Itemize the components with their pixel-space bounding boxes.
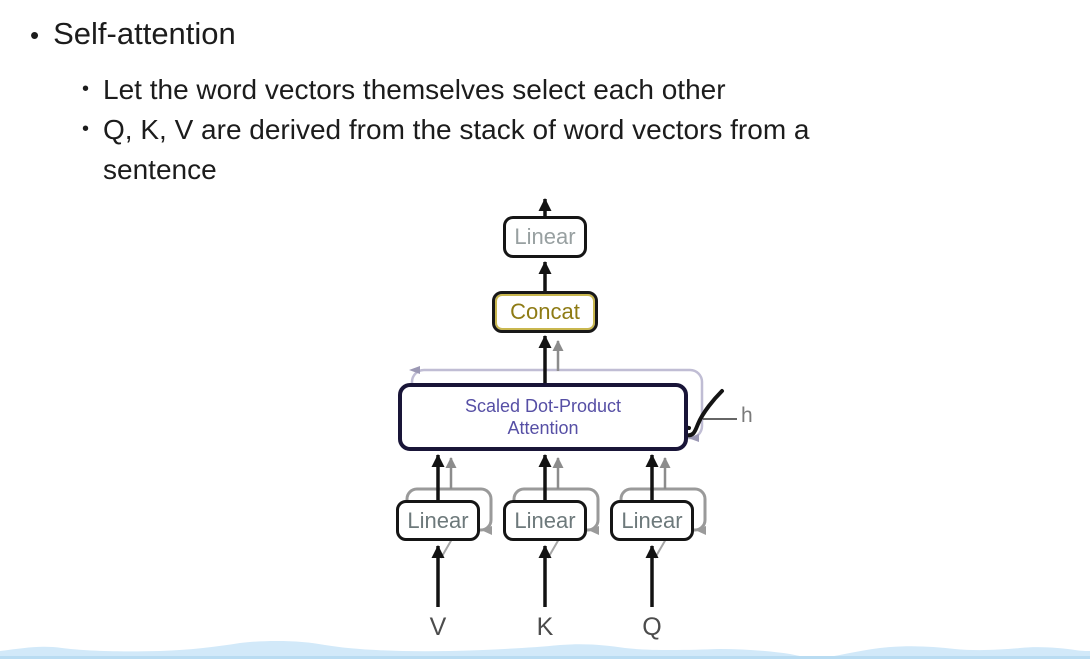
concat-box-label: Concat: [510, 299, 580, 324]
attention-label-line1: Scaled Dot-Product: [464, 396, 622, 416]
scaled-dot-product-attention-box: Scaled Dot-Product Attention: [398, 383, 688, 451]
concat-box: Concat: [492, 291, 598, 333]
bullet-sub-1: • Let the word vectors themselves select…: [82, 70, 726, 110]
input-label-k: K: [536, 613, 554, 641]
black-arrows: [431, 198, 659, 607]
input-label-q: Q: [642, 613, 662, 641]
linear-box-k: Linear: [503, 500, 587, 541]
linear-box-top-label: Linear: [514, 224, 576, 249]
bullet-icon: •: [30, 20, 40, 50]
bullet-sub-2: • Q, K, V are derived from the stack of …: [82, 110, 903, 190]
h-count-mark: [679, 389, 737, 438]
bullet-main-text: Self-attention: [53, 16, 236, 51]
h-label: h: [741, 404, 753, 427]
wave-decoration: [0, 640, 1090, 659]
bullet-sub-2-text: Q, K, V are derived from the stack of wo…: [103, 114, 810, 185]
input-label-v: V: [429, 613, 447, 641]
bullet-icon: •: [82, 78, 90, 100]
linear-box-v-label: Linear: [407, 507, 469, 533]
bullet-icon: •: [82, 118, 90, 140]
bullet-main: • Self-attention: [30, 14, 236, 54]
linear-box-k-label: Linear: [514, 507, 576, 533]
linear-box-top: Linear: [503, 216, 587, 258]
attention-label-line2: Attention: [507, 418, 579, 438]
linear-box-q-label: Linear: [621, 507, 683, 533]
linear-box-v: Linear: [396, 500, 480, 541]
bullet-sub-1-text: Let the word vectors themselves select e…: [103, 74, 726, 105]
linear-box-q: Linear: [610, 500, 694, 541]
